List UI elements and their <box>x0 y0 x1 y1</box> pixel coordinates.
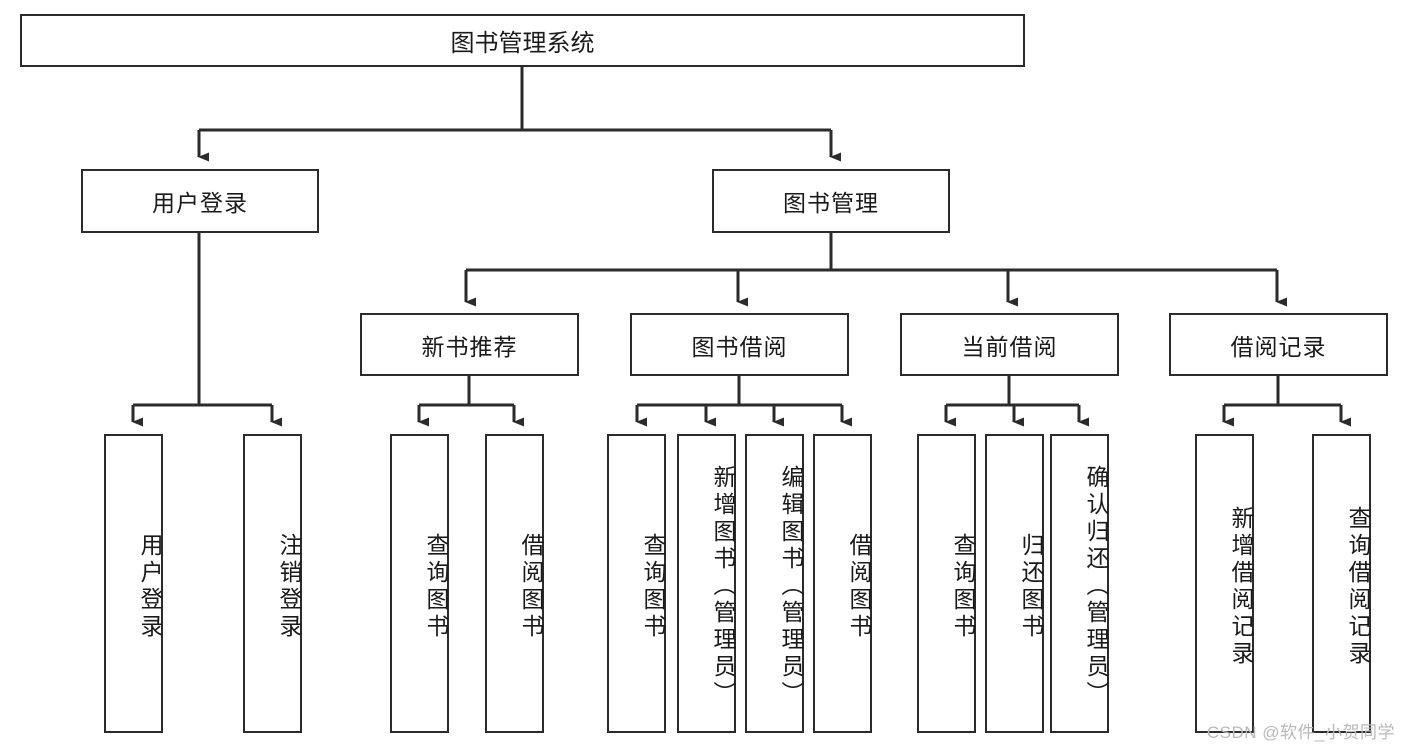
node-new-book-recommend[interactable]: 新书推荐 <box>360 313 579 376</box>
node-root-system[interactable]: 图书管理系统 <box>20 14 1025 67</box>
leaf-record-query[interactable]: 查询借阅记录 <box>1312 434 1371 733</box>
node-label: 归还图书 <box>1018 532 1044 641</box>
leaf-user-login-login[interactable]: 用户登录 <box>104 434 163 733</box>
node-label: 借阅记录 <box>1230 333 1327 360</box>
node-label: 新增图书（管理员） <box>710 465 736 708</box>
node-label: 图书管理 <box>783 190 879 216</box>
leaf-current-return-book[interactable]: 归还图书 <box>985 434 1044 733</box>
leaf-user-login-logout[interactable]: 注销登录 <box>243 434 302 733</box>
node-book-borrow[interactable]: 图书借阅 <box>630 313 849 376</box>
node-borrow-record[interactable]: 借阅记录 <box>1169 313 1388 376</box>
leaf-borrow-query-book[interactable]: 查询图书 <box>607 434 666 733</box>
node-current-borrow[interactable]: 当前借阅 <box>900 313 1119 376</box>
leaf-new-book-borrow[interactable]: 借阅图书 <box>485 434 544 733</box>
leaf-new-book-query[interactable]: 查询图书 <box>390 434 449 733</box>
node-user-login[interactable]: 用户登录 <box>81 169 319 233</box>
node-label: 确认归还（管理员） <box>1083 465 1109 708</box>
node-label: 新书推荐 <box>421 333 518 360</box>
node-label: 查询图书 <box>950 532 976 641</box>
node-book-management[interactable]: 图书管理 <box>712 169 950 233</box>
node-label: 用户登录 <box>137 532 163 641</box>
node-label: 查询图书 <box>423 532 449 641</box>
leaf-borrow-borrow-book[interactable]: 借阅图书 <box>813 434 872 733</box>
node-label: 注销登录 <box>276 532 302 641</box>
node-label: 编辑图书（管理员） <box>778 465 804 708</box>
leaf-current-confirm-return-admin[interactable]: 确认归还（管理员） <box>1050 434 1109 733</box>
node-label: 图书管理系统 <box>450 30 595 57</box>
leaf-record-add[interactable]: 新增借阅记录 <box>1195 434 1254 733</box>
node-label: 新增借阅记录 <box>1228 505 1254 668</box>
node-label: 查询借阅记录 <box>1345 505 1371 668</box>
node-label: 借阅图书 <box>846 532 872 641</box>
leaf-current-query-book[interactable]: 查询图书 <box>917 434 976 733</box>
leaf-borrow-edit-book-admin[interactable]: 编辑图书（管理员） <box>745 434 804 733</box>
leaf-borrow-add-book-admin[interactable]: 新增图书（管理员） <box>677 434 736 733</box>
node-label: 当前借阅 <box>961 333 1058 360</box>
node-label: 借阅图书 <box>518 532 544 641</box>
node-label: 查询图书 <box>640 532 666 641</box>
node-label: 图书借阅 <box>691 333 788 360</box>
node-label: 用户登录 <box>152 190 248 216</box>
